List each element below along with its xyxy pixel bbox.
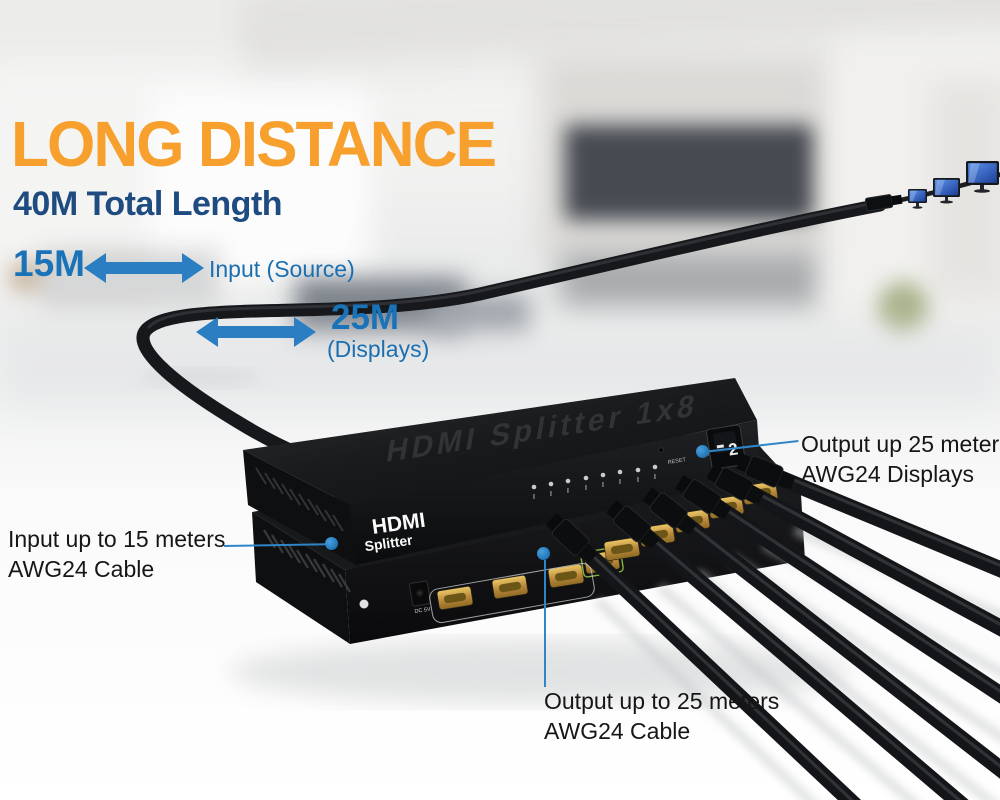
display-output-callout-dot — [696, 445, 709, 458]
callout-line: AWG24 Cable — [544, 718, 691, 745]
hdmi-connector-end — [864, 194, 903, 212]
output-cable-callout: Output up to 25 meters AWG24 Cable — [544, 686, 779, 747]
vent-slats — [263, 529, 351, 593]
hdmi-plugs — [545, 453, 796, 563]
output-cable-callout-dot — [537, 547, 550, 560]
display-output-callout: Output up 25 meters AWG24 Displays — [801, 429, 1000, 490]
subheadline: 40M Total Length — [13, 185, 283, 223]
dc-power-jack: DC 5V — [409, 580, 431, 616]
output-double-arrow-icon — [196, 317, 316, 347]
callout-line: Input up to 15 meters — [8, 526, 226, 552]
led-indicators — [531, 464, 658, 499]
callout-line: Output up to 25 meters — [544, 688, 780, 714]
hdmi-output-cables — [545, 453, 1000, 800]
input-cable-callout: Input up to 15 meters AWG24 Cable — [8, 524, 225, 585]
callout-line: AWG24 Cable — [8, 556, 155, 583]
output-cable-leader-line — [544, 560, 546, 687]
input-double-arrow-icon — [84, 253, 204, 283]
hdmi-splitter-top-unit: HDMI Splitter 1x8 HDMI Splitter RESET PO… — [243, 378, 761, 565]
monitor-icon — [908, 189, 927, 209]
front-screw — [359, 599, 369, 609]
input-cable-callout-dot — [325, 537, 338, 550]
output-distance-label: 25M — [331, 298, 400, 337]
power-label: POWER — [698, 450, 719, 459]
display-monitors — [908, 161, 999, 209]
dc-label: DC 5V — [414, 607, 431, 616]
monitor-icon — [966, 161, 999, 193]
reset-hole — [658, 447, 664, 453]
callout-line: Output up 25 meters — [801, 431, 1000, 457]
monitor-icon — [933, 178, 960, 204]
power-switch: 2 — [706, 424, 746, 470]
vent-slats — [255, 467, 344, 532]
displays-label: (Displays) — [327, 336, 430, 362]
input-distance-label: 15M — [13, 243, 85, 284]
callout-line: AWG24 Displays — [801, 461, 974, 488]
headline: LONG DISTANCE — [11, 108, 497, 180]
brand-line2: Splitter — [364, 532, 415, 555]
input-source-label: Input (Source) — [209, 256, 355, 282]
reset-label: RESET — [667, 457, 687, 466]
